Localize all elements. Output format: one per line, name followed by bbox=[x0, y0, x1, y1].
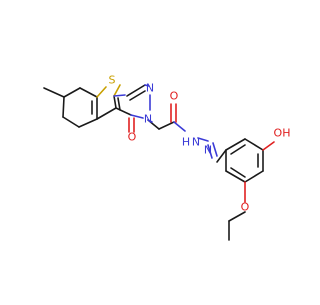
bond bbox=[244, 170, 264, 183]
amide-hydrogen-atom: H bbox=[182, 136, 190, 149]
nitrogen-atom-pyrimidine: N bbox=[146, 82, 154, 95]
bond bbox=[78, 118, 98, 128]
bond bbox=[228, 211, 246, 222]
bond bbox=[230, 144, 246, 155]
bond bbox=[129, 90, 146, 101]
sulfur-atom: S bbox=[109, 74, 116, 87]
ethoxy-oxygen-atom: O bbox=[241, 201, 250, 214]
atom-labels: S N N O O H N N OH O bbox=[109, 74, 291, 214]
carbon-bonds bbox=[43, 84, 264, 241]
heteroatom-bonds bbox=[96, 84, 275, 203]
bond bbox=[130, 114, 144, 119]
molecule-structure: S N N O O H N N OH O bbox=[43, 74, 291, 241]
bond bbox=[225, 138, 246, 151]
hydroxyl-group: OH bbox=[274, 127, 291, 140]
bond bbox=[197, 137, 209, 142]
bond bbox=[63, 87, 81, 98]
bond bbox=[96, 86, 107, 98]
bond bbox=[62, 96, 65, 118]
bond bbox=[144, 84, 150, 87]
bond bbox=[62, 116, 80, 128]
nitrogen-atom-ring: N bbox=[144, 113, 152, 126]
bond bbox=[96, 107, 117, 120]
bond bbox=[216, 149, 227, 163]
bond bbox=[115, 107, 132, 116]
bond bbox=[113, 94, 126, 97]
molecule-canvas: S N N O O H N N OH O bbox=[43, 74, 291, 241]
bond bbox=[173, 121, 186, 132]
amide-nitrogen-atom: N bbox=[192, 136, 200, 149]
bond bbox=[79, 87, 98, 98]
bond bbox=[113, 84, 121, 97]
bond bbox=[126, 84, 146, 97]
hydrazone-nitrogen-atom: N bbox=[204, 144, 212, 157]
bond bbox=[147, 119, 153, 123]
ketone-oxygen-atom: O bbox=[128, 131, 137, 144]
bond bbox=[207, 144, 213, 159]
bond bbox=[113, 95, 117, 109]
bond bbox=[212, 142, 218, 157]
amide-oxygen-atom: O bbox=[170, 90, 179, 103]
bond bbox=[244, 138, 264, 151]
bond bbox=[230, 167, 246, 178]
methyl-bond bbox=[43, 87, 65, 98]
bond bbox=[262, 141, 275, 151]
bond bbox=[158, 121, 175, 130]
bond bbox=[225, 170, 246, 183]
bond bbox=[117, 97, 121, 111]
